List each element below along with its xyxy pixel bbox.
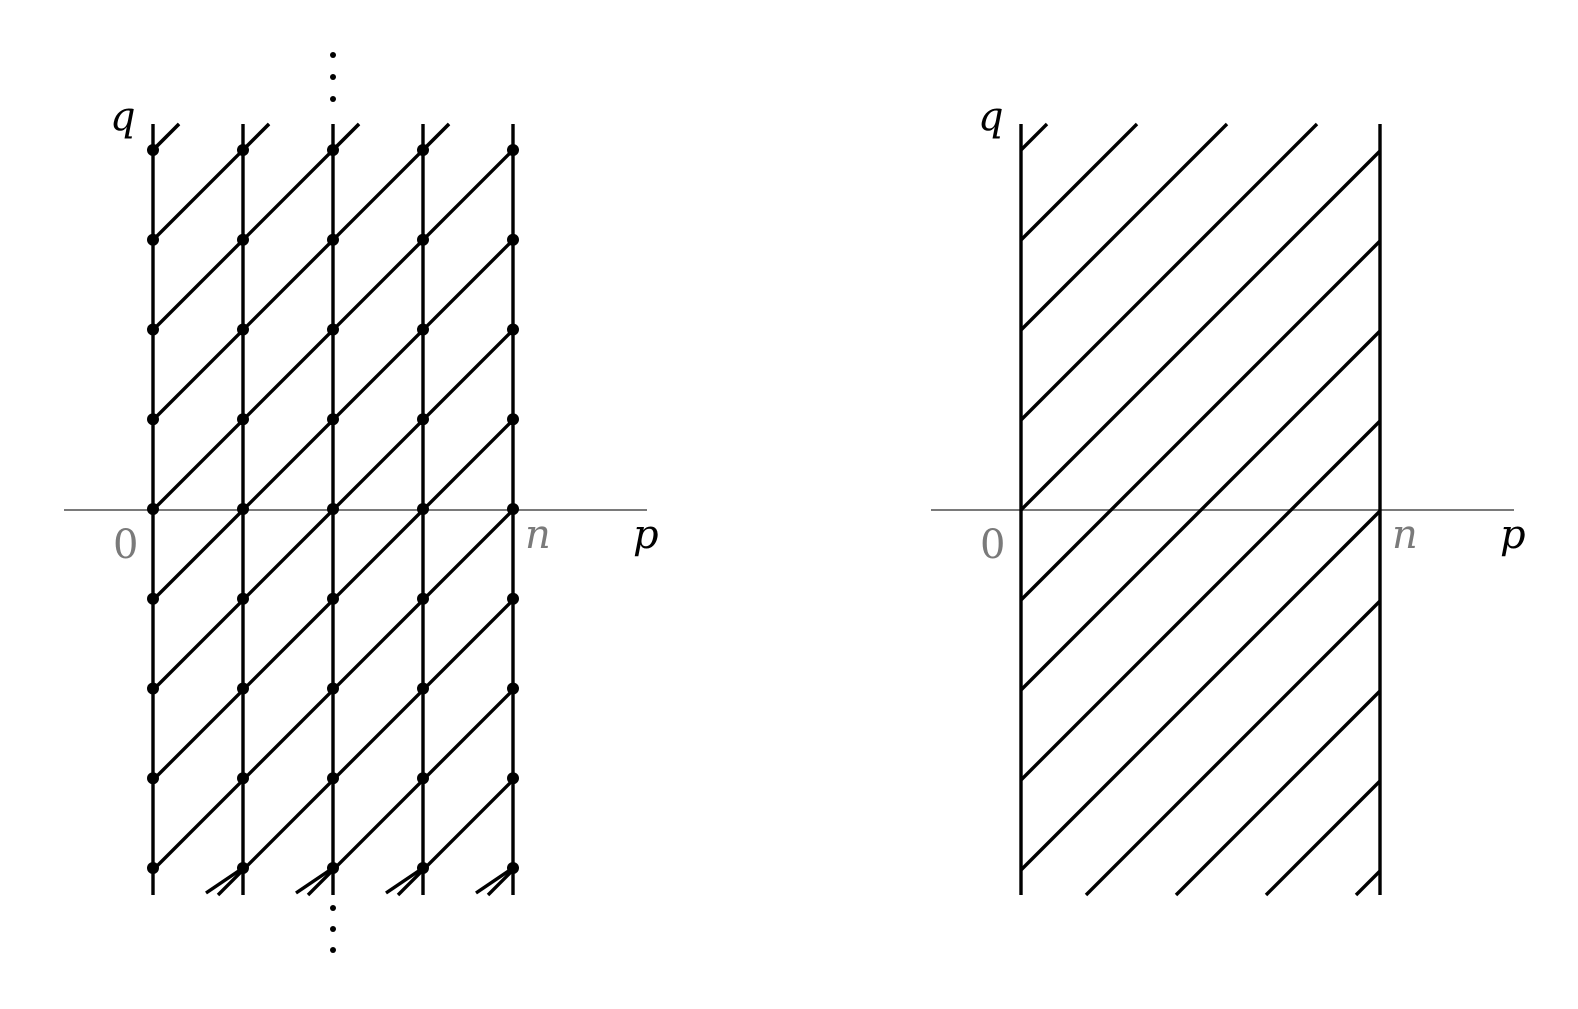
right-diagonal-line	[1019, 122, 1049, 152]
lattice-point	[417, 862, 429, 874]
right-diagonal-line	[1174, 689, 1382, 897]
right-diagonal-line	[1019, 122, 1139, 242]
left-diagonal-stub-top	[421, 122, 451, 152]
lattice-point	[327, 772, 339, 785]
left-diagonal-stub-bottom	[205, 866, 244, 895]
lattice-point	[417, 772, 429, 785]
lattice-point	[237, 592, 249, 605]
left-diagonal-stub-bottom	[295, 866, 334, 895]
lattice-point	[327, 413, 339, 426]
left-diagonal-stub-bottom	[385, 866, 424, 895]
left-diagonal-stub-bottom	[475, 866, 514, 895]
left-diagonal-line	[216, 598, 515, 897]
lattice-point	[147, 592, 159, 605]
left-p-label: p	[633, 512, 659, 558]
lattice-point	[147, 503, 159, 515]
right-q-label: q	[978, 94, 1004, 140]
lattice-point	[147, 144, 159, 156]
right-n-label: n	[1392, 512, 1418, 558]
lattice-point	[237, 862, 249, 874]
lattice-point	[327, 144, 339, 156]
left-diagonal-line	[151, 122, 361, 332]
left-q-label: q	[110, 94, 136, 140]
lattice-point	[147, 772, 159, 785]
lattice-point	[417, 413, 429, 426]
lattice-point	[237, 323, 249, 336]
lattice-point	[417, 323, 429, 336]
ellipsis-dot-top	[330, 52, 336, 58]
lattice-point	[237, 233, 249, 246]
right-origin-label: 0	[980, 522, 1005, 568]
ellipsis-dot-top	[330, 74, 336, 80]
lattice-point	[147, 233, 159, 246]
left-vertical-ellipsis	[330, 52, 336, 953]
lattice-point	[417, 144, 429, 156]
left-lattice-points	[147, 144, 519, 874]
lattice-point	[147, 682, 159, 695]
lattice-point	[327, 592, 339, 605]
right-diagonal-line	[1019, 329, 1382, 692]
lattice-point	[417, 592, 429, 605]
lattice-point	[327, 503, 339, 515]
lattice-point	[147, 323, 159, 336]
ellipsis-dot-top	[330, 96, 336, 102]
right-diagonal-line	[1019, 122, 1229, 332]
ellipsis-dot-bottom	[330, 926, 336, 932]
right-diagonal-line	[1019, 419, 1382, 782]
lattice-point	[417, 233, 429, 246]
lattice-point	[327, 682, 339, 695]
lattice-point	[237, 772, 249, 785]
left-diagonal-line	[486, 868, 515, 897]
lattice-point	[507, 682, 519, 695]
lattice-point	[237, 413, 249, 426]
lattice-point	[507, 772, 519, 785]
lattice-point	[507, 323, 519, 336]
left-diagonal-stub-top	[241, 122, 271, 152]
lattice-point	[417, 503, 429, 515]
lattice-point	[237, 503, 249, 515]
right-diagonal-line	[1354, 869, 1382, 897]
lattice-point	[507, 144, 519, 156]
lattice-point	[327, 862, 339, 874]
ellipsis-dot-bottom	[330, 947, 336, 953]
right-diagonal-line	[1019, 239, 1382, 602]
lattice-point	[507, 503, 519, 515]
left-diagonal-line	[396, 778, 515, 897]
lattice-point	[327, 323, 339, 336]
left-n-label: n	[525, 512, 551, 558]
right-diagram: q p 0 n	[931, 94, 1526, 897]
right-diagonal-lines	[1019, 122, 1382, 897]
right-diagonal-line	[1019, 149, 1382, 512]
right-diagonal-line	[1084, 599, 1382, 897]
right-diagonal-line	[1019, 122, 1319, 422]
right-diagonal-line	[1264, 779, 1382, 897]
lattice-point	[237, 682, 249, 695]
left-diagonal-line	[306, 688, 515, 897]
right-p-label: p	[1500, 512, 1526, 558]
lattice-point	[237, 144, 249, 156]
lattice-point	[507, 413, 519, 426]
lattice-point	[417, 682, 429, 695]
left-diagonal-stub-top	[331, 122, 361, 152]
left-origin-label: 0	[113, 522, 138, 568]
lattice-point	[147, 413, 159, 426]
lattice-point	[147, 862, 159, 874]
lattice-point	[507, 592, 519, 605]
lattice-point	[327, 233, 339, 246]
ellipsis-dot-bottom	[330, 905, 336, 911]
lattice-point	[507, 233, 519, 246]
left-diagonal-stub-top	[151, 122, 181, 152]
right-diagonal-line	[1019, 509, 1382, 872]
lattice-point	[507, 862, 519, 874]
left-diagonal-line	[151, 122, 451, 422]
left-diagram: q p 0 n	[64, 52, 659, 953]
